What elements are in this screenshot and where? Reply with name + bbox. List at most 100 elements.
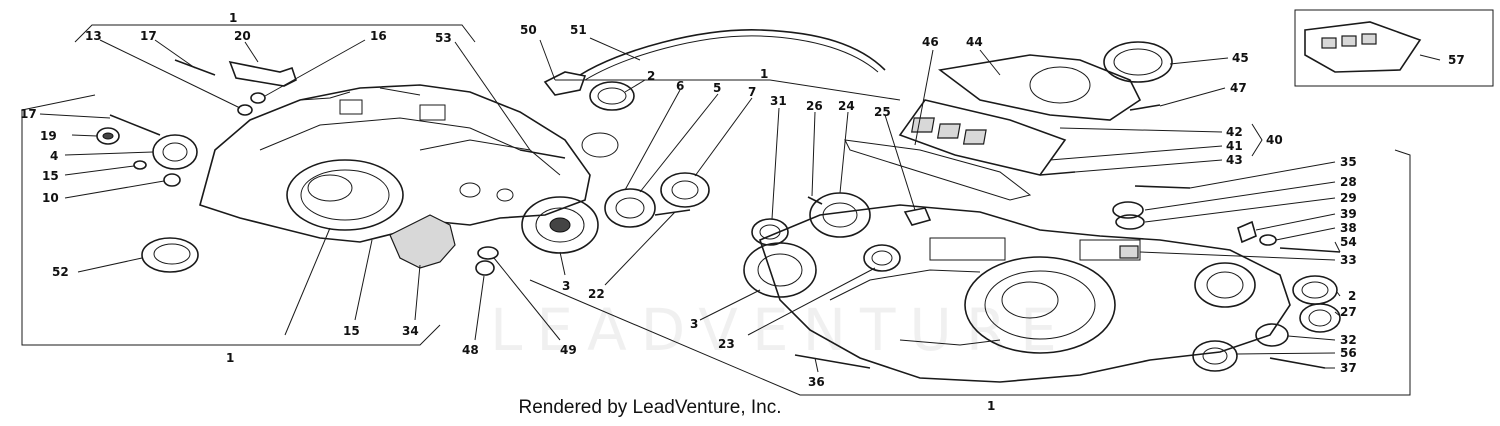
seal-32 bbox=[1255, 323, 1289, 347]
seal-19 bbox=[96, 127, 120, 145]
callout-3: 3 bbox=[690, 317, 698, 331]
footer-credit: Rendered by LeadVenture, Inc. bbox=[518, 397, 782, 418]
bearing-3-left bbox=[521, 196, 599, 254]
stud-17-left bbox=[109, 114, 161, 136]
clamp-45 bbox=[1103, 41, 1173, 83]
callout-23: 23 bbox=[718, 337, 735, 351]
bolt-53 bbox=[519, 149, 566, 159]
callout-5: 5 bbox=[713, 81, 721, 95]
seal-27 bbox=[1299, 303, 1341, 333]
reed-valve-assembly bbox=[898, 99, 1067, 176]
washer-10 bbox=[163, 173, 181, 187]
callout-41: 41 bbox=[1226, 139, 1243, 153]
callout-25: 25 bbox=[874, 105, 891, 119]
hose-51-inner bbox=[584, 35, 879, 81]
callout-31: 31 bbox=[770, 94, 787, 108]
callout-37: 37 bbox=[1340, 361, 1357, 375]
bolt-47 bbox=[1129, 104, 1161, 111]
callout-38: 38 bbox=[1340, 221, 1357, 235]
callout-50: 50 bbox=[520, 23, 537, 37]
callout-53: 53 bbox=[435, 31, 452, 45]
right-crankcase-half bbox=[759, 204, 1291, 383]
dowel-16 bbox=[250, 92, 266, 104]
callout-43: 43 bbox=[1226, 153, 1243, 167]
bolt-37 bbox=[1269, 357, 1326, 369]
callout-47: 47 bbox=[1230, 81, 1247, 95]
group-brackets bbox=[21, 24, 1411, 396]
bolt-22 bbox=[654, 209, 691, 216]
washer-38 bbox=[1259, 234, 1277, 246]
seal-31 bbox=[751, 218, 789, 246]
callout-56: 56 bbox=[1340, 346, 1357, 360]
bolt-36 bbox=[794, 354, 871, 369]
callout-29: 29 bbox=[1340, 191, 1357, 205]
callout-6: 6 bbox=[676, 79, 684, 93]
cap-2-upper bbox=[589, 81, 635, 111]
callout-24: 24 bbox=[838, 99, 855, 113]
bearing-23 bbox=[863, 244, 901, 272]
callout-51: 51 bbox=[570, 23, 587, 37]
pin-15 bbox=[133, 160, 147, 170]
callout-45: 45 bbox=[1232, 51, 1249, 65]
callout-52: 52 bbox=[52, 265, 69, 279]
washer-49 bbox=[477, 246, 499, 260]
gasket-46 bbox=[844, 139, 1032, 201]
leader-lines bbox=[39, 37, 1441, 373]
callout-17: 17 bbox=[140, 29, 157, 43]
callout-44: 44 bbox=[966, 35, 983, 49]
callout-1: 1 bbox=[987, 399, 995, 413]
seal-52 bbox=[141, 237, 199, 273]
callout-labels: 1 13 17 20 16 53 17 19 4 15 10 52 15 34 … bbox=[20, 11, 1465, 413]
bearing-4 bbox=[152, 134, 198, 170]
seal-56 bbox=[1192, 340, 1238, 372]
bolt-35 bbox=[1134, 185, 1191, 189]
callout-54: 54 bbox=[1340, 235, 1357, 249]
callout-40: 40 bbox=[1266, 133, 1283, 147]
callout-19: 19 bbox=[40, 129, 57, 143]
callout-36: 36 bbox=[808, 375, 825, 389]
callout-3: 3 bbox=[562, 279, 570, 293]
bearing-7 bbox=[660, 172, 710, 208]
callout-39: 39 bbox=[1340, 207, 1357, 221]
callout-22: 22 bbox=[588, 287, 605, 301]
callout-1: 1 bbox=[760, 67, 768, 81]
callout-15: 15 bbox=[42, 169, 59, 183]
callout-34: 34 bbox=[402, 324, 419, 338]
clip-39 bbox=[1237, 220, 1257, 244]
callout-2: 2 bbox=[1348, 289, 1356, 303]
callout-49: 49 bbox=[560, 343, 577, 357]
callout-42: 42 bbox=[1226, 125, 1243, 139]
intake-manifold-44 bbox=[938, 54, 1142, 121]
callout-13: 13 bbox=[85, 29, 102, 43]
callout-15: 15 bbox=[343, 324, 360, 338]
bearing-6 bbox=[604, 188, 656, 228]
hose-51 bbox=[579, 29, 886, 76]
callout-46: 46 bbox=[922, 35, 939, 49]
fitting-20 bbox=[228, 60, 297, 87]
callout-4: 4 bbox=[50, 149, 58, 163]
callout-16: 16 bbox=[370, 29, 387, 43]
clip-25 bbox=[903, 207, 932, 226]
callout-1: 1 bbox=[226, 351, 234, 365]
callout-10: 10 bbox=[42, 191, 59, 205]
plug-48 bbox=[475, 260, 495, 276]
bearing-3-right bbox=[743, 242, 817, 298]
callout-7: 7 bbox=[748, 85, 756, 99]
callout-35: 35 bbox=[1340, 155, 1357, 169]
inset-detail-57 bbox=[1294, 9, 1494, 87]
gasket-34 bbox=[389, 214, 456, 269]
cap-2-right bbox=[1292, 275, 1338, 305]
callout-27: 27 bbox=[1340, 305, 1357, 319]
screw-26 bbox=[807, 196, 823, 205]
fitting-50 bbox=[543, 71, 587, 96]
watermark: LEADVENTURE bbox=[490, 296, 1071, 364]
callout-26: 26 bbox=[806, 99, 823, 113]
callout-33: 33 bbox=[1340, 253, 1357, 267]
bolt-43 bbox=[1039, 171, 1076, 176]
callout-32: 32 bbox=[1340, 333, 1357, 347]
callout-57: 57 bbox=[1448, 53, 1465, 67]
left-crankcase-half bbox=[199, 84, 619, 243]
callout-1: 1 bbox=[229, 11, 237, 25]
callout-17: 17 bbox=[20, 107, 37, 121]
